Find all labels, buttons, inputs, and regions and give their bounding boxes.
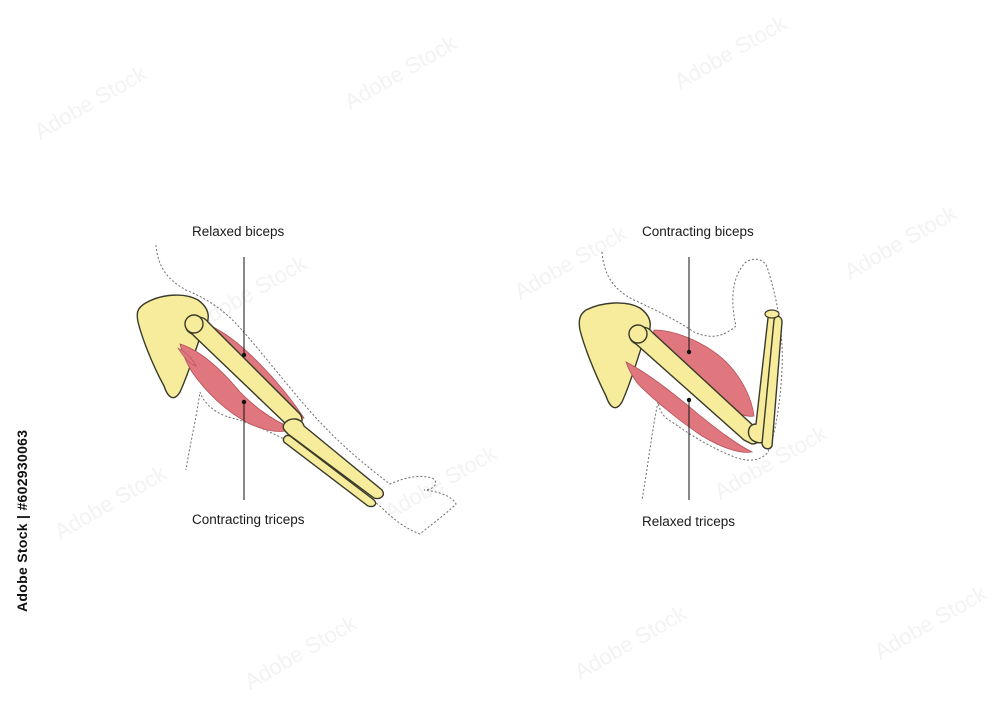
flexed-scapula-bone [578,302,651,409]
svg-text:Adobe Stock: Adobe Stock [840,200,961,285]
relaxed-biceps-marker [241,352,247,358]
contracting-triceps-label: Contracting triceps [192,512,305,527]
contracting-biceps-label: Contracting biceps [642,224,754,239]
svg-text:Adobe Stock: Adobe Stock [870,580,991,665]
svg-text:Adobe Stock: Adobe Stock [510,220,631,305]
relaxed-radius-bone [282,434,377,508]
flexed-arm-diagram [578,251,783,501]
svg-text:Adobe Stock: Adobe Stock [50,460,171,545]
relaxed-arm-diagram [136,244,457,535]
relaxed-brachialis-muscle [177,347,197,367]
svg-text:Adobe Stock: Adobe Stock [30,60,151,145]
flexed-biceps-marker [686,349,692,355]
svg-text:Adobe Stock: Adobe Stock [570,600,691,685]
svg-text:Adobe Stock: Adobe Stock [670,10,791,95]
relaxed-scapula-bone [136,294,209,399]
relaxed-humerus-head [184,314,204,334]
relaxed-biceps-label: Relaxed biceps [192,224,285,239]
relaxed-ulna-bone [282,418,384,500]
flexed-wrist-end [764,309,780,319]
svg-text:Adobe Stock: Adobe Stock [340,30,461,115]
svg-text:Adobe Stock: Adobe Stock [240,610,361,695]
flexed-triceps-marker [686,397,692,403]
svg-text:Adobe Stock: Adobe Stock [380,440,501,525]
flexed-humerus-head [628,324,648,344]
relaxed-triceps-marker [241,399,247,405]
stock-id-label: Adobe Stock | #602930063 [14,429,30,612]
relaxed-arm-skin-outline [155,244,457,535]
relaxed-triceps-label: Relaxed triceps [642,514,736,529]
relaxed-triceps-muscle [179,343,293,432]
